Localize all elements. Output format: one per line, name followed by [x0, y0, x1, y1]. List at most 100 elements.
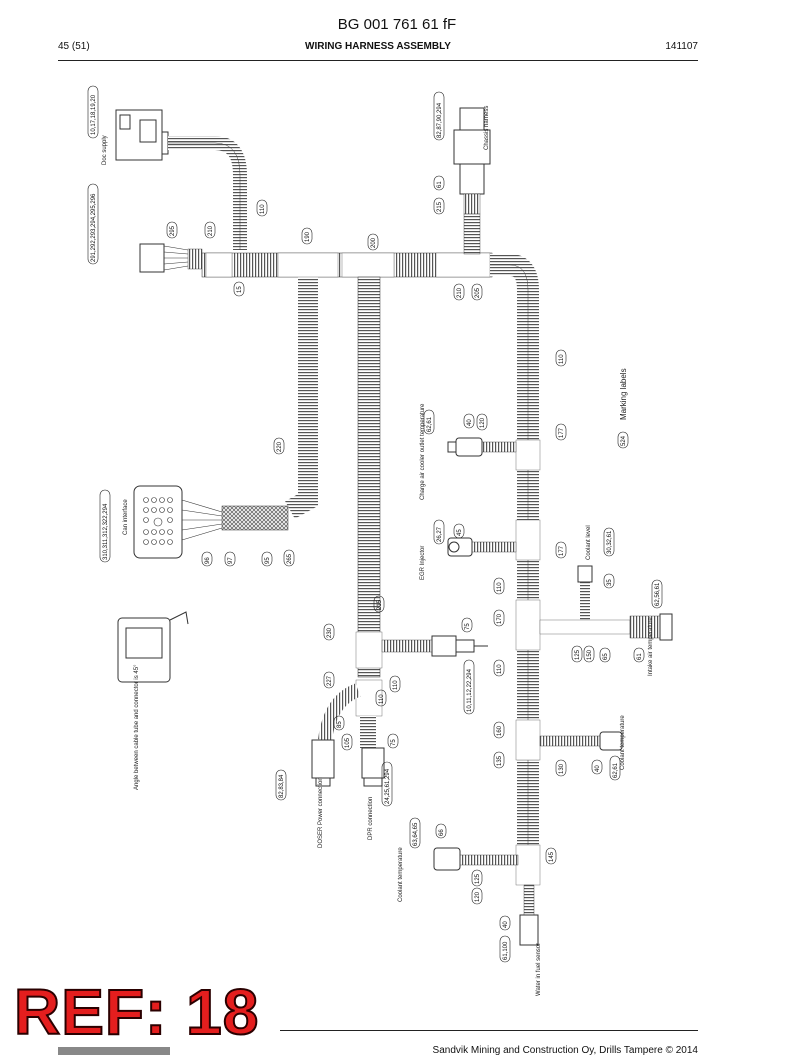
- balloon-b27: 45: [453, 523, 465, 539]
- label-charge-air: Charge air cooler outlet temperature: [420, 403, 426, 500]
- label-intake-air: Intake air temperature: [648, 617, 654, 676]
- center-vertical-conduit: [357, 276, 381, 678]
- svg-text:125: 125: [475, 873, 481, 884]
- label-coolant-temp: Coolant temperature: [620, 715, 626, 770]
- page-title: WIRING HARNESS ASSEMBLY: [305, 41, 451, 52]
- balloon-b21: 62,61: [423, 409, 435, 435]
- doser-power-connector: [311, 739, 335, 787]
- angle-detail-connector: [117, 611, 189, 683]
- balloon-b32: 215: [373, 595, 385, 613]
- label-dpr-connection: DPR connection: [368, 797, 374, 840]
- svg-text:110: 110: [559, 354, 565, 364]
- footer-copyright: Sandvik Mining and Construction Oy, Dril…: [432, 1045, 698, 1056]
- intake-air-sensor: [539, 613, 673, 641]
- balloon-b43: 110: [493, 659, 505, 677]
- balloon-b17: 96: [201, 551, 213, 567]
- svg-text:205: 205: [475, 287, 481, 298]
- balloon-b10: 61: [433, 175, 445, 191]
- label-can-interface: Can interface: [123, 499, 129, 535]
- revision-date: 141107: [665, 41, 698, 52]
- svg-text:66: 66: [439, 829, 445, 836]
- svg-text:220: 220: [277, 441, 283, 452]
- balloon-b22: 40: [463, 413, 475, 429]
- balloon-b60: 120: [471, 887, 483, 905]
- label-doc-supply: Doc supply: [102, 135, 108, 165]
- svg-text:110: 110: [497, 582, 503, 592]
- svg-text:215: 215: [377, 599, 383, 610]
- balloon-b37: 65: [599, 647, 611, 663]
- footer-rule: [280, 1030, 698, 1031]
- balloon-b25: 524: [617, 431, 629, 449]
- balloon-b3: 295: [166, 221, 178, 239]
- right-vertical-conduit: [490, 254, 539, 860]
- chassis-harness-connector: [453, 107, 491, 255]
- ref-stamp: REF: 18: [13, 976, 260, 1048]
- svg-text:10,17,18,19,20: 10,17,18,19,20: [91, 94, 97, 135]
- balloon-b6: 15: [233, 281, 245, 297]
- document-id: BG 001 761 61 fF: [337, 16, 457, 33]
- label-water-in-fuel: Water in fuel sensor: [536, 943, 542, 996]
- svg-text:145: 145: [549, 851, 555, 862]
- svg-text:26,27: 26,27: [437, 526, 443, 542]
- balloon-b16: 310,311,312,322,294: [99, 489, 111, 563]
- svg-text:160: 160: [497, 725, 503, 736]
- balloon-b40: 75: [461, 617, 473, 633]
- svg-text:170: 170: [497, 613, 503, 624]
- svg-text:82,87,90,294: 82,87,90,294: [437, 102, 443, 138]
- balloon-b28: 177: [555, 541, 567, 559]
- balloon-b31: 62,56,61: [651, 579, 663, 609]
- balloon-b18: 97: [224, 551, 236, 567]
- balloon-b53: 130: [555, 759, 567, 777]
- mid-sensor-10-11: [431, 635, 488, 657]
- lower-left-sensor: [433, 847, 519, 871]
- svg-text:200: 200: [371, 237, 377, 248]
- balloon-b35: 125: [571, 645, 583, 663]
- svg-text:150: 150: [587, 649, 593, 660]
- svg-text:85: 85: [337, 721, 343, 728]
- balloon-b61: 40: [499, 915, 511, 931]
- balloon-b1: 10,17,18,19,20: [87, 85, 99, 139]
- balloon-b7: 190: [301, 227, 313, 245]
- label-doser-power: DOSER Power connection: [318, 777, 324, 848]
- balloon-b59: 125: [471, 869, 483, 887]
- conduit-top-left: [168, 136, 247, 250]
- balloon-b45: 110: [375, 689, 387, 707]
- label-chassis-harness: Chassis harness: [484, 106, 490, 150]
- svg-text:61,100: 61,100: [503, 941, 509, 960]
- water-in-fuel-sensor: [519, 884, 539, 946]
- svg-text:40: 40: [595, 765, 601, 772]
- svg-text:230: 230: [327, 627, 333, 638]
- svg-text:82,83,84: 82,83,84: [279, 774, 285, 798]
- balloon-b46: 85: [333, 715, 345, 731]
- svg-text:110: 110: [497, 664, 503, 674]
- balloon-b48: 75: [387, 733, 399, 749]
- svg-text:35: 35: [607, 579, 613, 586]
- balloon-b9: 82,87,90,294: [433, 91, 445, 141]
- svg-text:61: 61: [637, 653, 643, 660]
- header-rule: [58, 60, 698, 61]
- svg-text:40: 40: [503, 921, 509, 928]
- balloon-b14: 110: [555, 349, 567, 367]
- balloon-b47: 105: [341, 733, 353, 751]
- balloon-b57: 66: [435, 823, 447, 839]
- svg-text:10,11,12,22,294: 10,11,12,22,294: [467, 668, 473, 712]
- balloon-b23: 120: [476, 413, 488, 431]
- svg-text:310,311,312,322,294: 310,311,312,322,294: [103, 503, 109, 560]
- balloon-b56: 63,64,65: [409, 817, 421, 849]
- balloon-b54: 40: [591, 759, 603, 775]
- can-interface-connector: [133, 485, 223, 559]
- balloon-b42: 227: [323, 671, 335, 689]
- balloon-b33: 110: [493, 577, 505, 595]
- svg-text:15: 15: [237, 286, 243, 293]
- balloon-b2: 291,292,293,294,295,296: [87, 183, 99, 265]
- svg-text:177: 177: [559, 545, 565, 556]
- charge-air-sensor: [447, 437, 517, 457]
- svg-text:65: 65: [603, 653, 609, 660]
- balloon-b24: 177: [555, 423, 567, 441]
- balloon-b20: 265: [283, 549, 295, 567]
- balloon-b39: 230: [323, 623, 335, 641]
- label-angle-between: Angle between cable tube and connector i…: [134, 664, 140, 790]
- balloon-b49: 82,83,84: [275, 769, 287, 801]
- svg-text:105: 105: [345, 737, 351, 748]
